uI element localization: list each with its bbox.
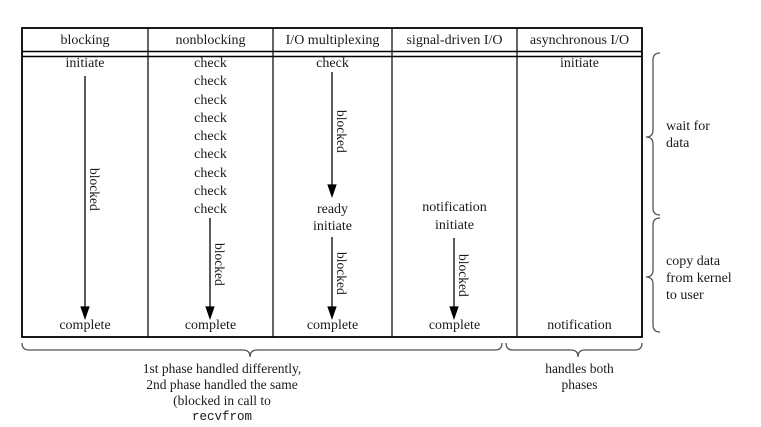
- handles-both-phases-label: handles both phases: [545, 361, 614, 392]
- check-label: check: [194, 74, 227, 90]
- recvfrom-code: recvfrom: [191, 410, 252, 424]
- check-label: check: [194, 147, 227, 163]
- col3-initiate-label: initiate: [313, 219, 352, 234]
- check-label: check: [194, 202, 227, 218]
- brace-async-column: [505, 342, 643, 358]
- col5-initiate-label: initiate: [560, 56, 599, 71]
- col3-blocked-label-wait: blocked: [334, 110, 349, 153]
- col3-ready-label: ready: [316, 202, 349, 217]
- col4-complete-label: complete: [428, 318, 481, 333]
- col5-notification-label: notification: [547, 318, 612, 333]
- wait-for-data-label: wait for data: [666, 119, 710, 151]
- col1-complete-label: complete: [59, 318, 111, 333]
- col4-notification-label: notification: [422, 200, 487, 215]
- arrow-down-icon-blocking: [80, 76, 90, 320]
- col3-complete-label: complete: [306, 318, 359, 333]
- column-header-signal-driven: signal-driven I/O: [406, 33, 503, 48]
- arrow-down-icon-nonblocking: [205, 218, 215, 320]
- table-border: [21, 27, 643, 338]
- column-header-asynchronous: asynchronous I/O: [529, 33, 630, 48]
- col3-check-label: check: [316, 56, 349, 71]
- col2-blocked-label: blocked: [212, 243, 227, 286]
- check-label: check: [194, 56, 227, 71]
- col2-complete-label: complete: [184, 318, 237, 333]
- brace-copy-data: [645, 217, 661, 333]
- brace-first-four-columns: [21, 342, 503, 358]
- column-header-multiplexing: I/O multiplexing: [285, 33, 380, 48]
- check-label: check: [194, 92, 227, 108]
- brace-wait-for-data: [645, 52, 661, 216]
- col1-blocked-label: blocked: [87, 168, 102, 211]
- col4-initiate-label: initiate: [435, 218, 474, 233]
- col4-blocked-label: blocked: [456, 254, 471, 297]
- copy-data-label: copy data from kernel to user: [666, 254, 732, 303]
- col1-initiate-label: initiate: [65, 56, 105, 71]
- arrow-down-icon-multiplexing-wait: [327, 72, 337, 198]
- check-label: check: [194, 129, 227, 145]
- column-header-blocking: blocking: [60, 33, 110, 48]
- col2-check-list: check check check check check check chec…: [148, 55, 273, 220]
- column-header-nonblocking: nonblocking: [175, 33, 246, 48]
- arrow-down-icon-signal-copy: [449, 238, 459, 320]
- check-label: check: [194, 184, 227, 200]
- arrow-down-icon-multiplexing-copy: [327, 237, 337, 320]
- check-label: check: [194, 110, 227, 126]
- phase-comparison-label: 1st phase handled differently, 2nd phase…: [22, 361, 422, 427]
- check-label: check: [194, 165, 227, 181]
- col3-blocked-label-copy: blocked: [334, 252, 349, 295]
